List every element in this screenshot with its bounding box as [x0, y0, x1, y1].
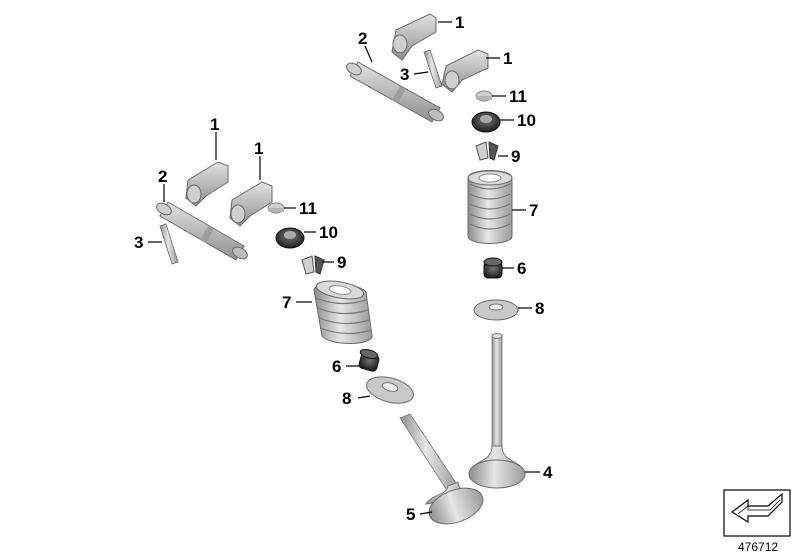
left-pin — [159, 223, 179, 265]
leader-lines — [148, 21, 540, 515]
callout-labels: 1 1 2 3 11 10 9 7 6 8 4 1 1 2 3 11 10 9 … — [134, 13, 553, 524]
callout-left-rocker-arm-a: 1 — [210, 115, 219, 134]
callout-right-valve-keepers: 9 — [511, 147, 520, 166]
callout-right-rocker-arm-a: 1 — [455, 13, 464, 32]
callout-left-spring-seat: 8 — [342, 389, 351, 408]
callout-left-spring-retainer: 10 — [319, 223, 338, 242]
callout-right-pin: 3 — [400, 65, 409, 84]
callout-right-spring-seat: 8 — [535, 299, 544, 318]
callout-right-spring-retainer: 10 — [517, 111, 536, 130]
callout-left-valve-cap: 11 — [299, 199, 317, 218]
orientation-arrow-icon — [723, 489, 791, 537]
callout-right-rocker-shaft: 2 — [358, 29, 367, 48]
right-pin — [423, 49, 443, 89]
right-rocker-arm-a — [391, 13, 437, 61]
right-valve-keepers — [475, 141, 499, 161]
right-valve-spring — [467, 170, 513, 244]
left-valve-keepers — [301, 255, 325, 275]
callout-right-valve-cap: 11 — [509, 87, 527, 106]
right-spring-seat — [473, 299, 519, 321]
left-spring-seat — [366, 376, 414, 404]
callout-right-rocker-arm-b: 1 — [503, 49, 512, 68]
right-rocker-shaft — [346, 61, 444, 123]
callout-left-rocker-shaft: 2 — [158, 167, 167, 186]
callout-left-valve-keepers: 9 — [337, 253, 346, 272]
left-spring-retainer — [275, 227, 305, 249]
right-valve — [468, 333, 526, 489]
left-rocker-shaft — [156, 201, 248, 261]
diagram-id-number: 476712 — [738, 540, 779, 554]
right-valve-stem-seal — [483, 257, 503, 279]
callout-right-valve: 4 — [543, 463, 553, 482]
callout-left-valve: 5 — [406, 505, 415, 524]
right-valve-cap — [475, 90, 493, 102]
callout-right-valve-stem-seal: 6 — [517, 259, 526, 278]
right-rocker-arm-b — [441, 49, 489, 93]
right-spring-retainer — [471, 111, 501, 133]
left-valve-cap — [267, 202, 285, 214]
callout-left-rocker-arm-b: 1 — [254, 139, 263, 158]
left-valve-spring — [313, 280, 373, 344]
left-rocker-arm-a — [185, 161, 229, 207]
left-valve — [399, 413, 484, 525]
callout-right-valve-spring: 7 — [529, 201, 538, 220]
left-rocker-arm-b — [229, 181, 273, 227]
callout-left-valve-stem-seal: 6 — [332, 357, 341, 376]
callout-left-pin: 3 — [134, 233, 143, 252]
callout-left-valve-spring: 7 — [282, 293, 291, 312]
left-valve-stem-seal — [358, 348, 380, 372]
